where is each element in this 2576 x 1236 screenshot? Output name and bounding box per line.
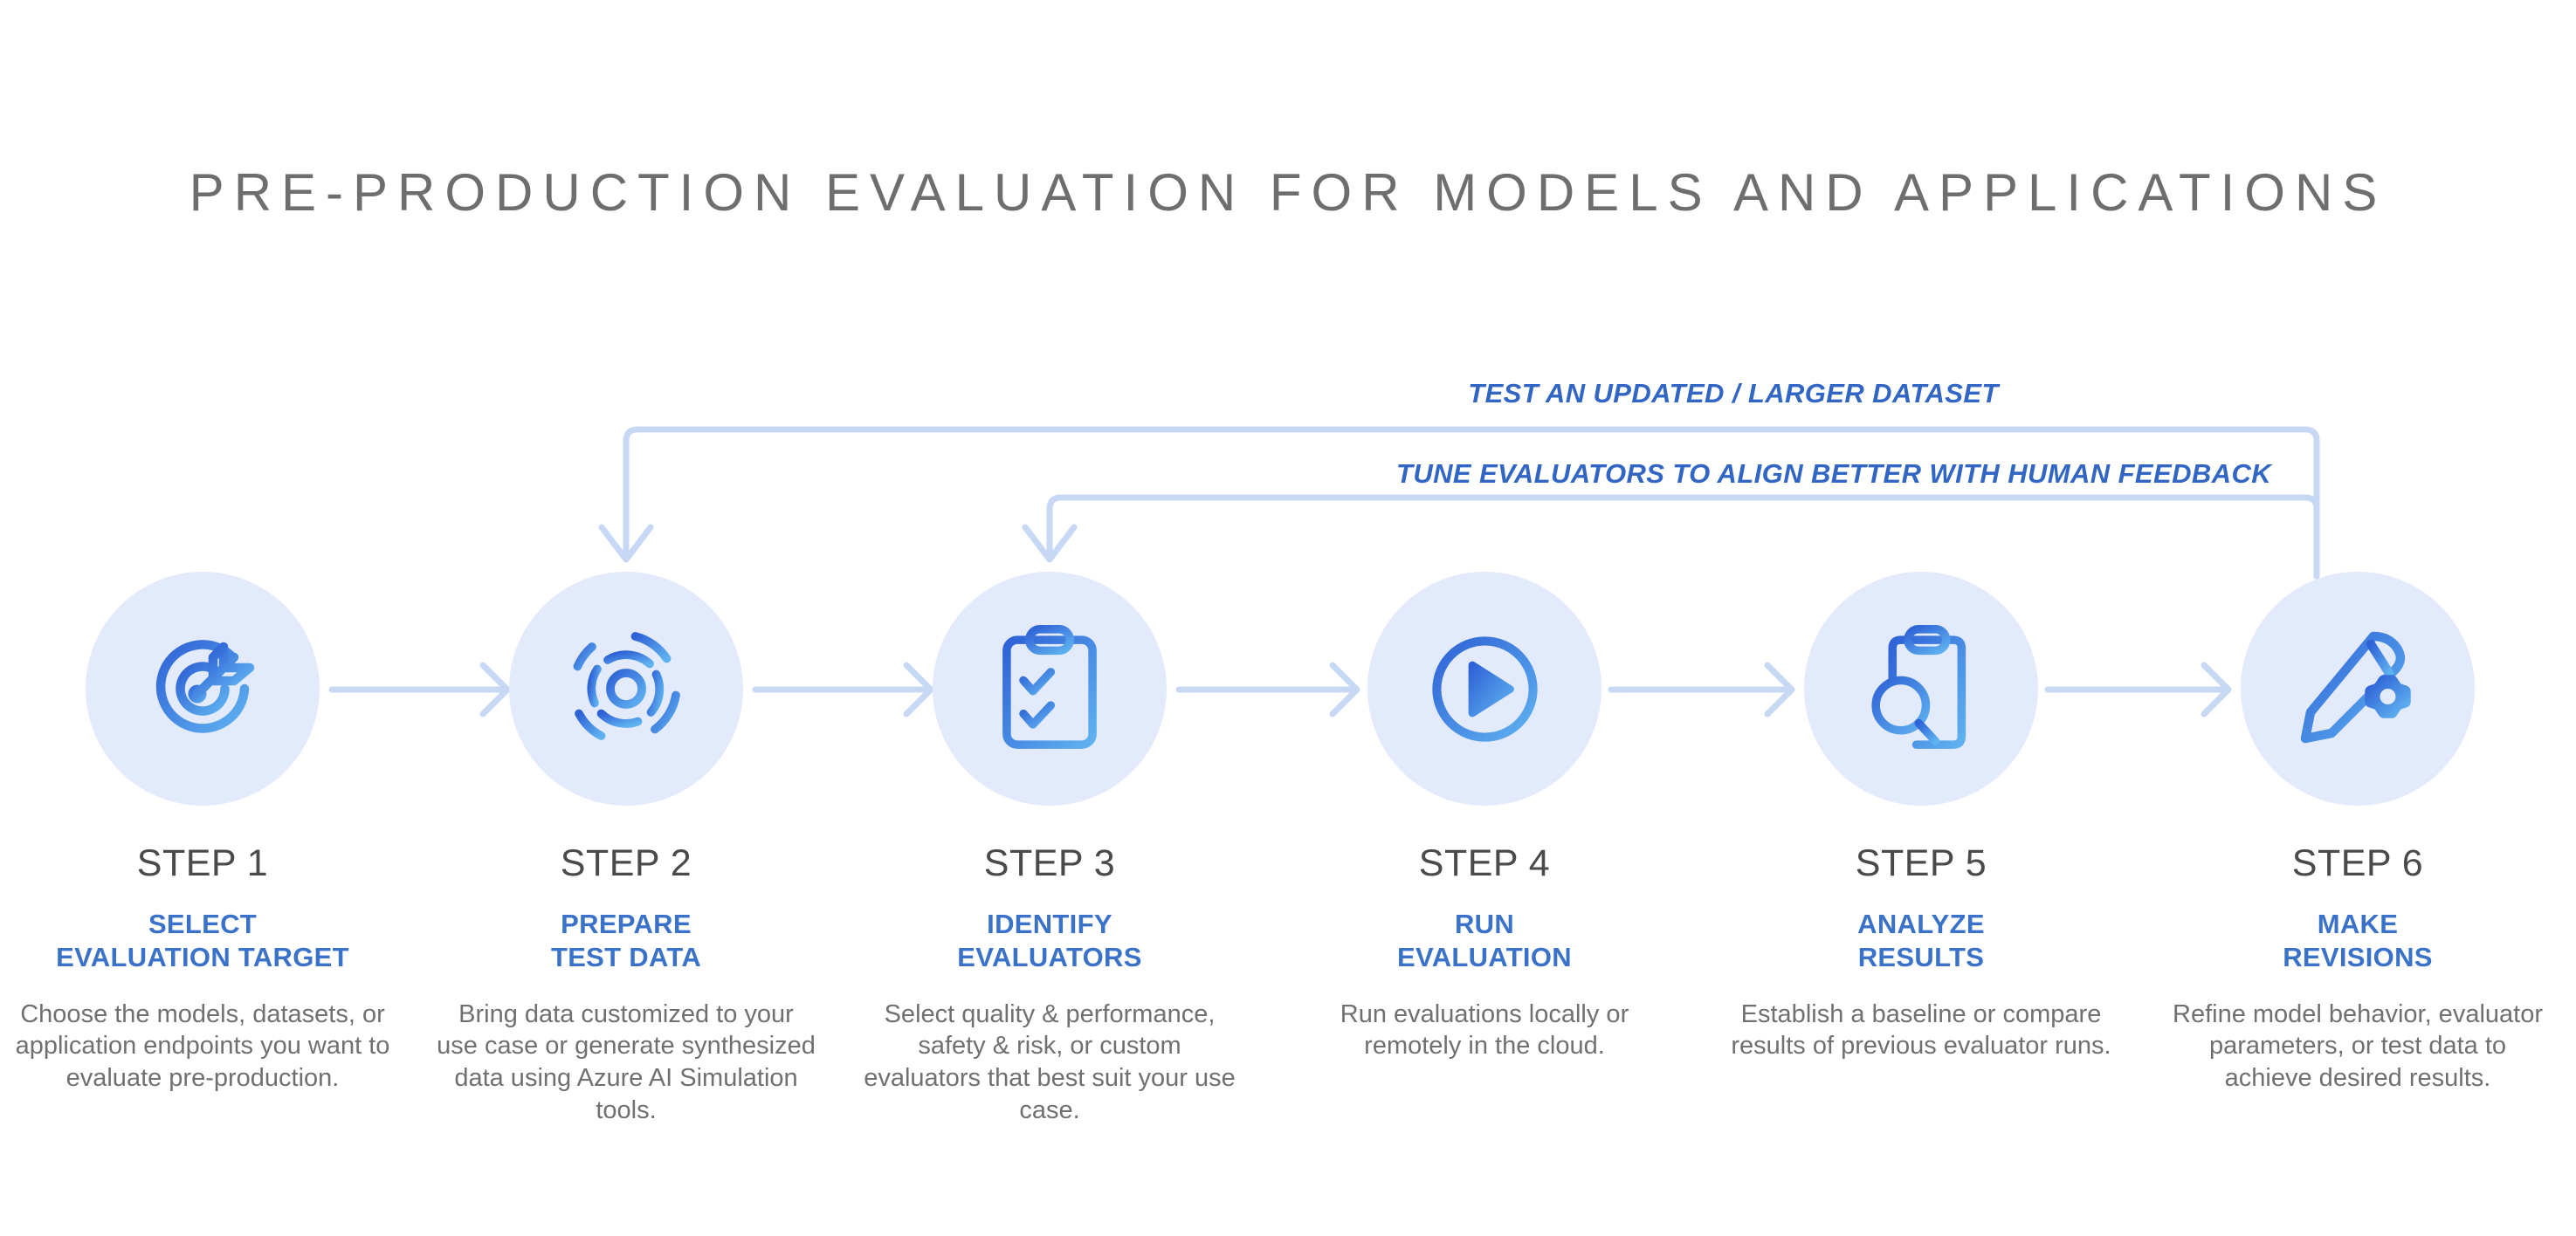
step-5-title-line-2: RESULTS (1857, 941, 1985, 972)
step-6: STEP 6 MAKE REVISIONS Refine model behav… (2148, 572, 2567, 1095)
step-1-title-line-1: SELECT (148, 909, 258, 939)
step-3-description: Select quality & performance, safety & r… (864, 999, 1236, 1125)
step-3-icon-circle (933, 572, 1167, 806)
step-1-icon-circle (86, 572, 320, 806)
step-1-description: Choose the models, datasets, or applicat… (15, 999, 390, 1093)
play-circle-icon (1422, 626, 1548, 752)
step-4-icon-circle (1367, 572, 1601, 806)
step-2-title: PREPARE TEST DATA (417, 908, 836, 974)
step-1-title: SELECT EVALUATION TARGET (0, 908, 412, 974)
step-5-number: STEP 5 (1855, 842, 1987, 884)
step-4-title-line-1: RUN (1454, 909, 1515, 939)
concentric-data-rings-icon (561, 623, 692, 754)
page-title: PRE-PRODUCTION EVALUATION FOR MODELS AND… (189, 163, 2387, 222)
step-6-title-line-2: REVISIONS (2283, 941, 2433, 972)
step-3-title-line-2: EVALUATORS (957, 941, 1142, 972)
pencil-gear-icon (2292, 623, 2423, 754)
step-6-title: MAKE REVISIONS (2148, 908, 2567, 974)
step-4-title-line-2: EVALUATION (1397, 941, 1572, 972)
clipboard-checklist-icon (988, 623, 1111, 754)
step-2-icon-circle (509, 572, 743, 806)
step-4: STEP 4 RUN EVALUATION Run evaluations lo… (1275, 572, 1694, 1062)
target-arrow-icon (137, 623, 268, 754)
step-2: STEP 2 PREPARE TEST DATA Bring data cust… (417, 572, 836, 1127)
step-4-number: STEP 4 (1418, 842, 1551, 884)
step-2-description: Bring data customized to your use case o… (437, 999, 816, 1125)
step-2-title-line-1: PREPARE (561, 909, 692, 939)
step-2-title-line-2: TEST DATA (550, 941, 702, 972)
step-3-title-line-1: IDENTIFY (987, 909, 1112, 939)
clipboard-magnifier-icon (1860, 623, 1982, 754)
step-6-title-line-1: MAKE (2317, 909, 2399, 939)
step-3: STEP 3 IDENTIFY EVALUATORS Select qualit… (840, 572, 1259, 1127)
step-2-number: STEP 2 (560, 842, 692, 884)
step-6-description: Refine model behavior, evaluator paramet… (2173, 999, 2543, 1093)
step-3-number: STEP 3 (983, 842, 1116, 884)
step-6-icon-circle (2241, 572, 2475, 806)
feedback-loop-label-test-dataset: TEST AN UPDATED / LARGER DATASET (1468, 378, 1999, 409)
step-5-title: ANALYZE RESULTS (1712, 908, 2131, 974)
step-6-number: STEP 6 (2291, 842, 2424, 884)
step-5-title-line-1: ANALYZE (1857, 909, 1985, 939)
step-1: STEP 1 SELECT EVALUATION TARGET Choose t… (0, 572, 412, 1095)
step-1-title-line-2: EVALUATION TARGET (56, 941, 349, 972)
step-4-description: Run evaluations locally or remotely in t… (1340, 999, 1629, 1061)
step-5: STEP 5 ANALYZE RESULTS Establish a basel… (1712, 572, 2131, 1062)
step-5-description: Establish a baseline or compare results … (1731, 999, 2111, 1061)
step-5-icon-circle (1804, 572, 2038, 806)
step-1-number: STEP 1 (136, 842, 269, 884)
step-3-title: IDENTIFY EVALUATORS (840, 908, 1259, 974)
step-4-title: RUN EVALUATION (1275, 908, 1694, 974)
